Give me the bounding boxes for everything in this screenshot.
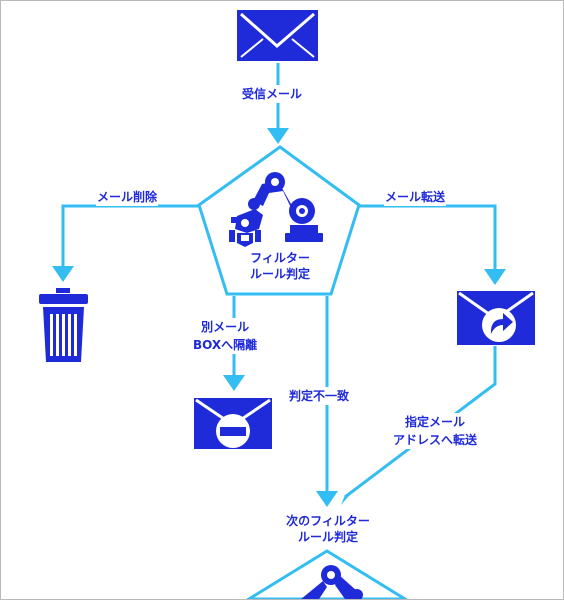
edge-label-isolate: 別メール BOXへ隔離 [192,318,259,354]
trash-can-icon [39,288,88,362]
next-filter-node-label-line1: 次のフィルター [286,514,370,528]
arrowhead-isolate [223,375,245,391]
arrowhead-forward-to [341,489,355,505]
edge-delete [61,204,201,269]
filter-node-label-line2: ルール判定 [249,267,310,281]
edge-label-forward: メール転送 [384,188,447,206]
edge-forward-to [344,346,497,499]
arrowhead-no-match [316,491,338,507]
next-filter-node-label: 次のフィルター ルール判定 [272,513,384,545]
edge-label-delete: メール削除 [96,188,159,206]
edge-forward [359,204,497,273]
edge-label-forward-to: 指定メール アドレスへ転送 [392,413,479,449]
envelope-icon [237,10,318,61]
arrowhead-forward [484,269,506,285]
filter-node-label: フィルター ルール判定 [237,250,323,282]
arrowhead-incoming [267,128,289,144]
filter-pentagon [197,145,361,296]
robot-arm-icon [229,172,323,247]
arrowhead-delete [52,266,74,282]
filter-node-label-line1: フィルター [250,251,310,265]
edge-label-no-match: 判定不一致 [288,387,351,405]
edge-label-forward-to-line2: アドレスへ転送 [393,433,478,447]
robot-arm-icon [301,565,363,599]
edge-label-forward-to-line1: 指定メール [405,415,466,429]
edge-label-isolate-line1: 別メール [201,320,250,334]
envelope-forward-icon [457,291,535,345]
edge-label-incoming: 受信メール [241,85,304,103]
envelope-blocked-icon [194,398,272,449]
next-filter-node-label-line2: ルール判定 [297,530,358,544]
edge-label-isolate-line2: BOXへ隔離 [193,338,258,352]
